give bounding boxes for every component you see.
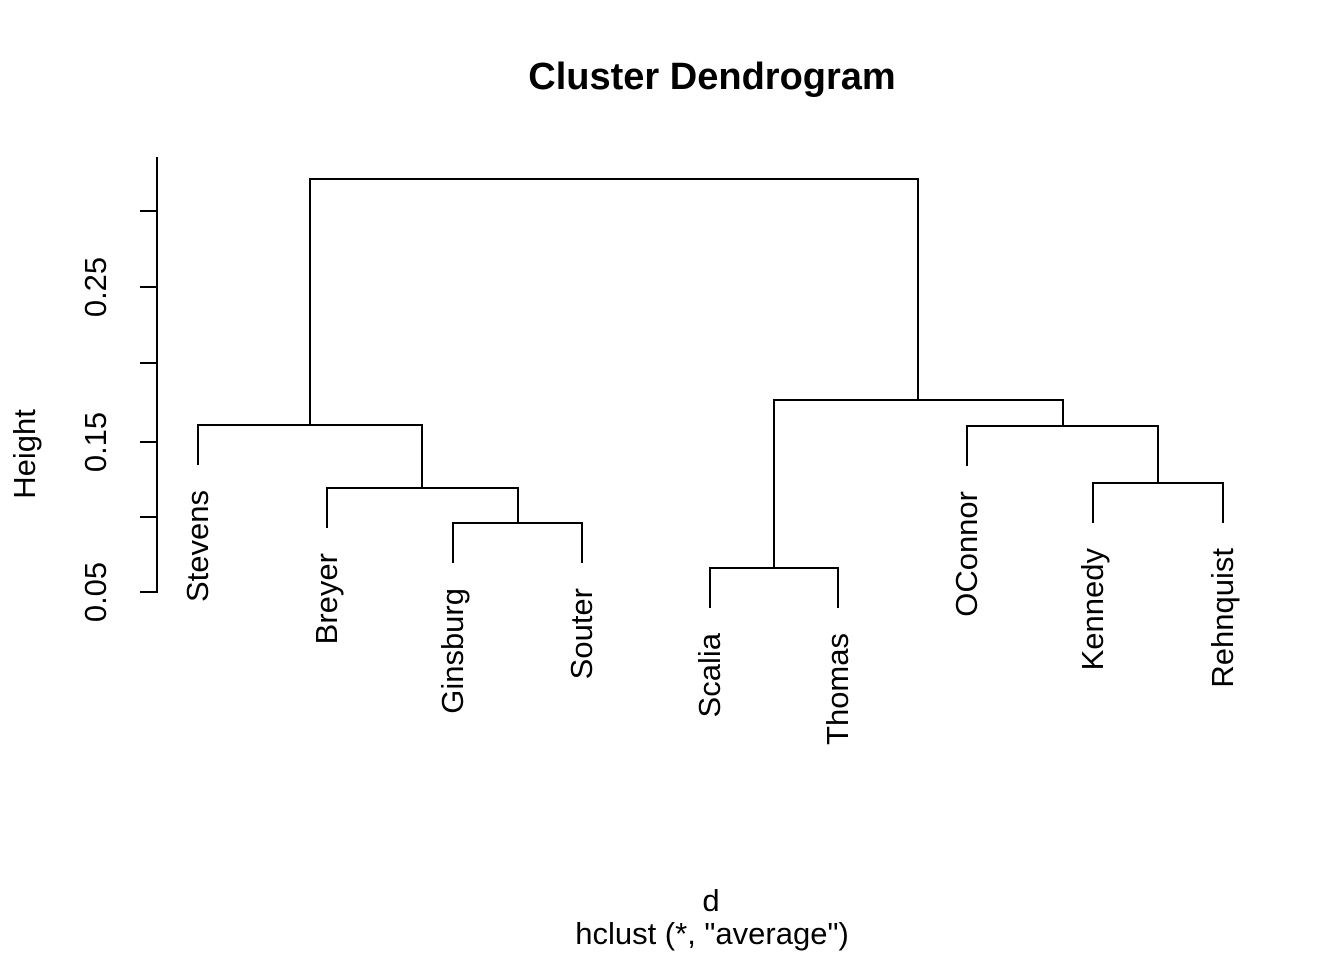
y-axis-tick-2 [140, 440, 157, 443]
y-axis-line [156, 157, 158, 593]
merge-connector-2 [309, 178, 312, 426]
plot-subtitle-call: hclust (*, "average") [575, 916, 849, 951]
leaf-label-rehnquist: Rehnquist [1204, 548, 1240, 688]
leaf-label-ginsburg: Ginsburg [434, 588, 470, 714]
leaf-label-scalia: Scalia [691, 633, 727, 718]
y-axis-title: Height [6, 409, 42, 499]
leaf-label-thomas: Thomas [819, 633, 855, 745]
merge-connector-1 [421, 424, 424, 489]
leaf-label-oconnor: OConnor [948, 491, 984, 617]
leaf-label-breyer: Breyer [308, 553, 344, 645]
leaf-stem-stevens [197, 424, 199, 465]
leaf-stem-oconnor [966, 425, 968, 466]
merge-connector-4 [773, 399, 775, 569]
leaf-label-kennedy: Kennedy [1074, 548, 1110, 671]
leaf-stem-thomas [837, 567, 839, 608]
y-axis-tick-0 [140, 591, 157, 593]
y-axis-tick-5 [140, 210, 157, 212]
x-axis-label: d [702, 883, 720, 918]
merge-bar-7 [309, 178, 920, 180]
leaf-label-souter: Souter [563, 588, 599, 680]
y-axis-tick-label-0.25: 0.25 [77, 257, 113, 318]
leaf-stem-breyer [326, 487, 328, 528]
y-axis-tick-label-0.05: 0.05 [77, 561, 113, 623]
leaf-stem-scalia [709, 567, 711, 608]
leaf-stem-kennedy [1092, 482, 1094, 523]
plot-title: Cluster Dendrogram [528, 56, 896, 98]
y-axis-tick-4 [140, 286, 157, 289]
y-axis-tick-3 [140, 362, 157, 365]
leaf-stem-ginsburg [452, 522, 454, 563]
merge-connector-5 [1061, 399, 1064, 427]
merge-connector-6 [1157, 425, 1159, 484]
leaf-stem-souter [581, 522, 583, 563]
leaf-stem-rehnquist [1222, 482, 1224, 523]
merge-connector-0 [516, 487, 519, 524]
merge-connector-3 [917, 178, 920, 401]
y-axis-tick-1 [140, 515, 157, 518]
leaf-label-stevens: Stevens [179, 490, 215, 603]
y-axis-tick-label-0.15: 0.15 [77, 411, 113, 472]
